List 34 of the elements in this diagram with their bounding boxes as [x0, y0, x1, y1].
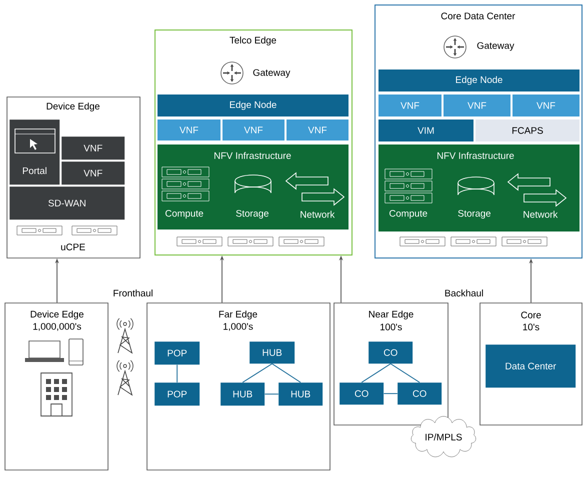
- vnf-box: VNF: [62, 162, 125, 185]
- vnf-box: VNF: [158, 120, 220, 140]
- link-label: Backhaul: [445, 290, 483, 296]
- co-box: CO: [398, 382, 442, 405]
- pop-box: POP: [154, 342, 200, 365]
- compute-label: Compute: [390, 210, 428, 219]
- pop-box: POP: [154, 382, 200, 406]
- vnf-box: VNF: [444, 94, 510, 116]
- hub-box: HUB: [250, 342, 295, 364]
- network-cloud: IP/MPLS: [410, 416, 476, 458]
- gateway-label: Gateway: [477, 42, 514, 51]
- device-edge-box: Device Edge 1,000,000's: [4, 302, 108, 470]
- network-label: Network: [300, 210, 335, 218]
- portal-box: Portal: [10, 120, 60, 185]
- vnf-box: VNF: [286, 120, 348, 140]
- storage-label: Storage: [236, 210, 269, 219]
- hub-box: HUB: [278, 382, 323, 406]
- link-label: Fronthaul: [114, 290, 152, 296]
- co-box: CO: [368, 342, 413, 364]
- data-center-box: Data Center: [486, 344, 576, 388]
- compute-label: Compute: [166, 210, 204, 219]
- co-box: CO: [340, 382, 384, 405]
- gateway-label: Gateway: [253, 69, 290, 78]
- storage-label: Storage: [458, 210, 491, 219]
- vnf-box: VNF: [62, 136, 125, 160]
- network-label: Network: [524, 210, 558, 218]
- hub-box: HUB: [220, 382, 265, 406]
- edge-node-bar: Edge Node: [158, 94, 348, 116]
- vnf-box: VNF: [378, 94, 442, 116]
- edge-node-bar: Edge Node: [378, 70, 580, 92]
- vim-box: VIM: [378, 120, 474, 142]
- fcaps-box: FCAPS: [476, 120, 580, 142]
- vnf-box: VNF: [222, 120, 284, 140]
- vnf-box: VNF: [512, 94, 580, 116]
